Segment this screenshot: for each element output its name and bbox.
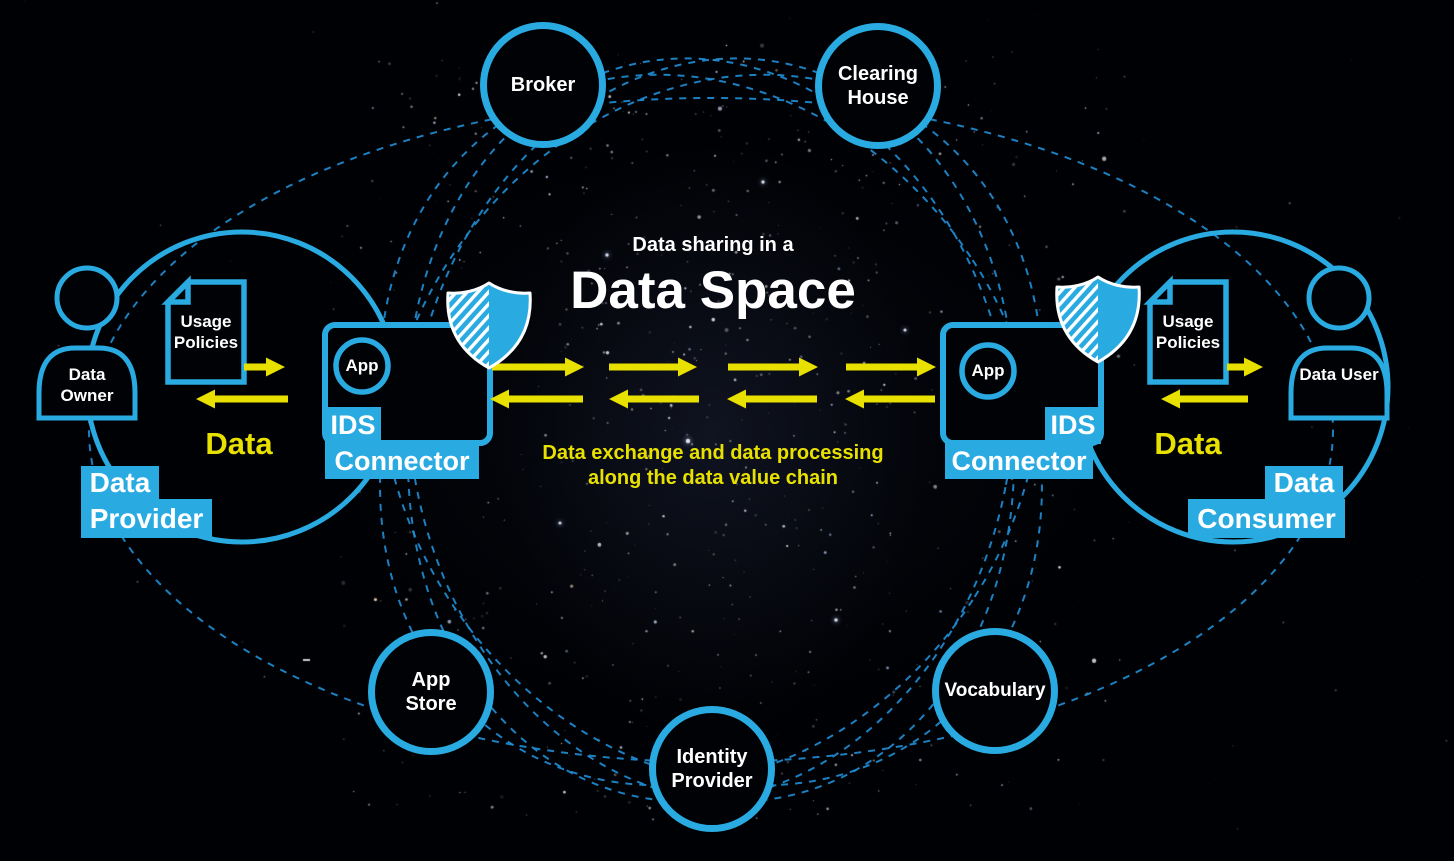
diagram-kicker: Data sharing in a [632, 234, 794, 256]
arrow-left-icon [727, 389, 817, 409]
arrow-left-icon [1161, 389, 1248, 409]
node-broker: Broker [480, 22, 606, 148]
caption-line: Data exchange and data processing [542, 442, 884, 464]
node-label: Identity Provider [671, 746, 753, 792]
ids-label: IDS [325, 407, 381, 444]
arrow-right-icon [846, 357, 936, 377]
node-label: App Store [405, 669, 457, 715]
usage-policies-label: Usage Policies [1155, 312, 1221, 352]
node-label: Broker [510, 74, 576, 96]
data-consumer-label-line1: Data [1265, 466, 1343, 500]
value-chain-caption: Data exchange and data processing along … [513, 441, 913, 491]
arrow-right-icon [1227, 357, 1263, 377]
data-user-label: Data User [1299, 365, 1379, 384]
data-flow-label: Data [205, 426, 273, 461]
app-label: App [971, 361, 1005, 380]
orbit-path [88, 97, 1334, 763]
data-flow-arrows [196, 357, 1263, 409]
person-icon [1291, 268, 1387, 418]
node-app-store: App Store [368, 629, 494, 755]
arrow-right-icon [728, 357, 818, 377]
usage-policies-label: Usage Policies [173, 312, 239, 352]
caption-line: along the data value chain [587, 467, 839, 489]
arrow-right-icon [244, 357, 285, 377]
data-provider-label-line2: Provider [81, 499, 212, 538]
arrow-left-icon [845, 389, 935, 409]
arrow-left-icon [196, 389, 288, 409]
node-clearing-house: Clearing House [815, 23, 941, 149]
arrow-right-icon [492, 357, 584, 377]
ids-label: IDS [1045, 407, 1101, 444]
app-label: App [345, 356, 379, 375]
node-label: Vocabulary [944, 680, 1046, 701]
node-vocabulary: Vocabulary [932, 628, 1058, 754]
node-label: Clearing House [837, 63, 919, 109]
data-flow-label: Data [1154, 426, 1222, 461]
app-circle-icon [333, 337, 391, 395]
connector-label: Connector [325, 443, 479, 479]
data-provider-label-line1: Data [81, 466, 159, 500]
arrow-right-icon [609, 357, 697, 377]
data-consumer-label-line2: Consumer [1188, 499, 1345, 538]
page-title: Data Space [570, 261, 856, 320]
orbit-path [406, 57, 1016, 803]
arrow-left-icon [609, 389, 699, 409]
arrow-left-icon [490, 389, 583, 409]
node-identity-provider: Identity Provider [649, 706, 775, 832]
connector-label: Connector [945, 443, 1093, 479]
data-owner-label: Data Owner [60, 365, 114, 405]
app-circle-icon [959, 342, 1017, 400]
